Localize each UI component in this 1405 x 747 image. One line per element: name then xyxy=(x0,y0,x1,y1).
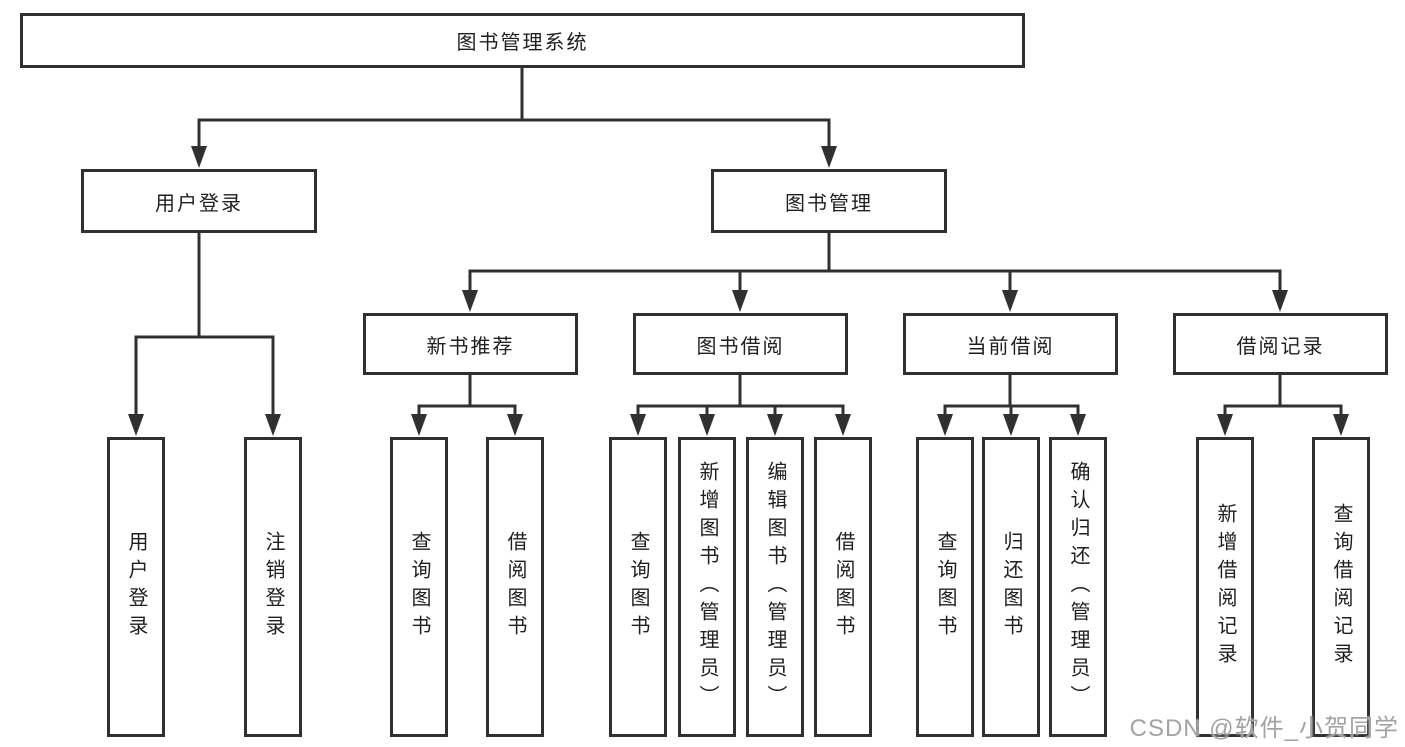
leaf-borrow-books-2: 借阅图书 xyxy=(814,437,872,737)
arrowhead-icon xyxy=(265,414,281,436)
arrowhead-icon xyxy=(1002,290,1018,312)
leaf-query-books-3: 查询图书 xyxy=(916,437,974,737)
node-label: 当前借阅 xyxy=(966,335,1055,358)
arrowhead-icon xyxy=(835,414,851,436)
node-book-management: 图书管理 xyxy=(711,169,947,233)
leaf-label: 确认归还（管理员） xyxy=(1067,461,1089,713)
arrowhead-icon xyxy=(732,290,748,312)
arrowhead-icon xyxy=(1070,414,1086,436)
node-label: 新书推荐 xyxy=(426,335,515,358)
leaf-label: 用户登录 xyxy=(125,531,147,643)
leaf-borrow-books-1: 借阅图书 xyxy=(486,437,544,737)
node-root: 图书管理系统 xyxy=(20,13,1025,68)
leaf-user-login: 用户登录 xyxy=(107,437,165,737)
leaf-label: 新增图书（管理员） xyxy=(696,461,718,713)
arrowhead-icon xyxy=(630,414,646,436)
leaf-label: 归还图书 xyxy=(1000,531,1022,643)
leaf-label: 查询借阅记录 xyxy=(1330,503,1352,671)
arrowhead-icon xyxy=(1272,290,1288,312)
node-label: 借阅记录 xyxy=(1236,335,1325,358)
arrowhead-icon xyxy=(128,414,144,436)
leaf-label: 查询图书 xyxy=(627,531,649,643)
leaf-label: 注销登录 xyxy=(262,531,284,643)
leaf-edit-books-admin: 编辑图书（管理员） xyxy=(746,437,804,737)
node-label: 图书借阅 xyxy=(696,335,785,358)
node-label: 图书管理系统 xyxy=(456,32,589,54)
node-borrow-records: 借阅记录 xyxy=(1173,313,1388,375)
node-label: 用户登录 xyxy=(155,192,243,215)
arrowhead-icon xyxy=(699,414,715,436)
arrowhead-icon xyxy=(1217,414,1233,436)
leaf-add-books-admin: 新增图书（管理员） xyxy=(678,437,736,737)
leaf-label: 编辑图书（管理员） xyxy=(764,461,786,713)
leaf-confirm-return-admin: 确认归还（管理员） xyxy=(1049,437,1107,737)
node-current-borrow: 当前借阅 xyxy=(903,313,1118,375)
arrowhead-icon xyxy=(767,414,783,436)
arrowhead-icon xyxy=(1333,414,1349,436)
leaf-label: 新增借阅记录 xyxy=(1214,503,1236,671)
leaf-return-books: 归还图书 xyxy=(982,437,1040,737)
leaf-label: 借阅图书 xyxy=(832,531,854,643)
arrowhead-icon xyxy=(1003,414,1019,436)
leaf-query-books-1: 查询图书 xyxy=(390,437,448,737)
leaf-label: 查询图书 xyxy=(934,531,956,643)
arrowhead-icon xyxy=(411,414,427,436)
node-new-book-recommend: 新书推荐 xyxy=(363,313,578,375)
leaf-label: 查询图书 xyxy=(408,531,430,643)
node-book-borrow: 图书借阅 xyxy=(633,313,848,375)
arrowhead-icon xyxy=(191,146,207,168)
arrowhead-icon xyxy=(821,146,837,168)
leaf-add-borrow-record: 新增借阅记录 xyxy=(1196,437,1254,737)
leaf-logout: 注销登录 xyxy=(244,437,302,737)
csdn-watermark: CSDN @软件_小贺同学 xyxy=(1129,715,1399,742)
arrowhead-icon xyxy=(462,290,478,312)
leaf-label: 借阅图书 xyxy=(504,531,526,643)
node-label: 图书管理 xyxy=(785,192,873,215)
leaf-query-books-2: 查询图书 xyxy=(609,437,667,737)
arrowhead-icon xyxy=(507,414,523,436)
arrowhead-icon xyxy=(937,414,953,436)
node-user-login: 用户登录 xyxy=(81,169,317,233)
leaf-query-borrow-record: 查询借阅记录 xyxy=(1312,437,1370,737)
